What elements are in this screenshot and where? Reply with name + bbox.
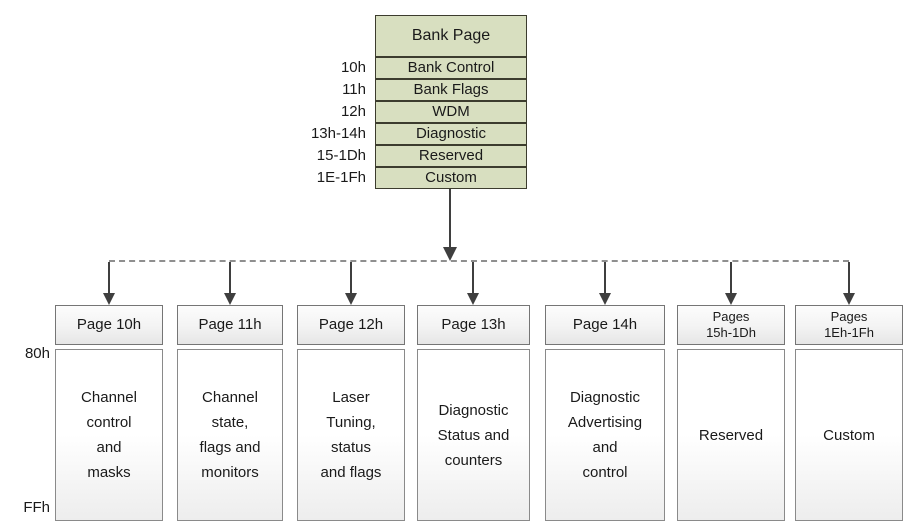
- page-box-body: Diagnostic Status and counters: [417, 349, 530, 521]
- page-box-title: Pages 15h-1Dh: [677, 305, 785, 345]
- down-arrowhead-icon: [467, 293, 479, 305]
- page-box-13h: Page 13h Diagnostic Status and counters: [417, 305, 530, 521]
- page-box-title: Page 12h: [297, 305, 405, 345]
- page-title-text: Page 10h: [76, 316, 142, 333]
- down-arrowhead-icon: [345, 293, 357, 305]
- page-box-15h-1dh: Pages 15h-1Dh Reserved: [677, 305, 785, 521]
- page-title-text: Page 12h: [318, 316, 384, 333]
- page-box-body: Channel state, flags and monitors: [177, 349, 283, 521]
- body-line: flags and: [199, 439, 261, 456]
- bank-table-row: Bank Flags: [375, 79, 527, 101]
- page-title-text: Pages: [712, 309, 750, 324]
- bank-page-table: Bank Page Bank Control Bank Flags WDM Di…: [375, 15, 527, 189]
- body-line: Custom: [823, 426, 875, 444]
- page-box-body: Channel control and masks: [55, 349, 163, 521]
- body-line: Channel: [81, 389, 137, 406]
- body-line: Advertising: [567, 414, 643, 431]
- body-line: Channel: [202, 389, 258, 406]
- body-line: masks: [87, 464, 131, 481]
- body-line: Tuning,: [326, 414, 376, 431]
- addr-label: 11h: [342, 81, 366, 98]
- page-box-title: Page 10h: [55, 305, 163, 345]
- bank-table-row: WDM: [375, 101, 527, 123]
- down-arrowhead-icon: [103, 293, 115, 305]
- drop-connector-line: [604, 262, 606, 293]
- page-title-text: Page 14h: [572, 316, 638, 333]
- body-line: state,: [211, 414, 249, 431]
- page-box-body: Reserved: [677, 349, 785, 521]
- page-title-text: Pages: [830, 309, 868, 324]
- page-title-range: 15h-1Dh: [706, 325, 756, 340]
- page-box-12h: Page 12h Laser Tuning, status and flags: [297, 305, 405, 521]
- bank-table-row: Custom: [375, 167, 527, 189]
- down-arrowhead-icon: [843, 293, 855, 305]
- body-line: and: [96, 439, 122, 456]
- down-arrowhead-icon: [725, 293, 737, 305]
- body-line: Status and: [437, 426, 510, 444]
- drop-connector-line: [229, 262, 231, 293]
- body-line: Diagnostic: [569, 389, 641, 406]
- page-title-text: Page 11h: [198, 316, 262, 333]
- body-line: monitors: [201, 464, 259, 481]
- range-start-label: 80h: [24, 345, 50, 362]
- page-box-14h: Page 14h Diagnostic Advertising and cont…: [545, 305, 665, 521]
- drop-connector-line: [108, 262, 110, 293]
- drop-connector-line: [472, 262, 474, 293]
- bank-table-row: Diagnostic: [375, 123, 527, 145]
- down-arrowhead-icon: [599, 293, 611, 305]
- drop-connector-line: [350, 262, 352, 293]
- page-box-body: Custom: [795, 349, 903, 521]
- page-box-title: Page 14h: [545, 305, 665, 345]
- range-end-label: FFh: [23, 499, 50, 516]
- page-box-body: Diagnostic Advertising and control: [545, 349, 665, 521]
- drop-connector-line: [730, 262, 732, 293]
- body-line: status: [330, 439, 372, 456]
- bank-address-labels: 10h 11h 12h 13h-14h 15-1Dh 1E-1Fh: [262, 57, 366, 189]
- body-line: and flags: [320, 464, 382, 481]
- page-box-title: Pages 1Eh-1Fh: [795, 305, 903, 345]
- dashed-rail-line: [109, 260, 849, 262]
- down-arrowhead-icon: [224, 293, 236, 305]
- main-connector-line: [449, 189, 451, 248]
- body-line: Laser: [332, 389, 370, 406]
- body-line: control: [582, 464, 628, 481]
- body-line: counters: [444, 451, 503, 469]
- page-title-range: 1Eh-1Fh: [824, 325, 874, 340]
- page-box-body: Laser Tuning, status and flags: [297, 349, 405, 521]
- body-line: Diagnostic: [438, 401, 509, 419]
- page-box-10h: Page 10h Channel control and masks: [55, 305, 163, 521]
- body-line: Reserved: [698, 426, 764, 444]
- addr-label: 15-1Dh: [316, 147, 366, 164]
- body-line: control: [86, 414, 132, 431]
- drop-connector-line: [848, 262, 850, 293]
- body-line: and: [592, 439, 618, 456]
- page-box-11h: Page 11h Channel state, flags and monito…: [177, 305, 283, 521]
- page-title-text: Page 13h: [441, 316, 506, 333]
- addr-label: 13h-14h: [310, 125, 366, 142]
- addr-label: 1E-1Fh: [316, 169, 366, 186]
- bank-table-row: Bank Control: [375, 57, 527, 79]
- page-box-1eh-1fh: Pages 1Eh-1Fh Custom: [795, 305, 903, 521]
- down-arrowhead-icon: [443, 247, 457, 261]
- bank-table-header: Bank Page: [375, 15, 527, 57]
- bank-table-row: Reserved: [375, 145, 527, 167]
- addr-label: 12h: [340, 103, 366, 120]
- page-box-title: Page 11h: [177, 305, 283, 345]
- addr-label: 10h: [340, 59, 366, 76]
- page-box-title: Page 13h: [417, 305, 530, 345]
